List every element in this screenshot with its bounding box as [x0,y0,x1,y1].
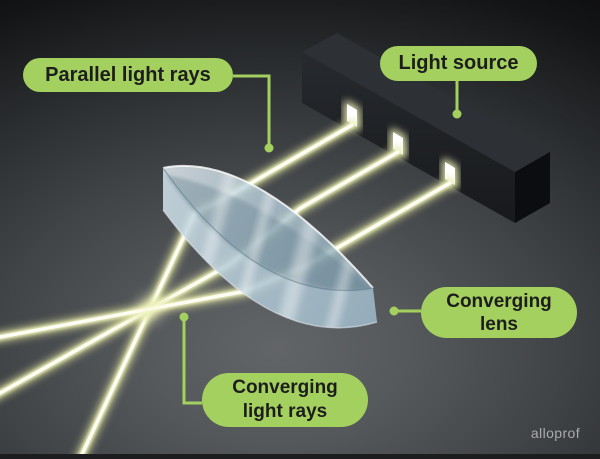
light-source-box [302,33,550,223]
label-text-line2: light rays [242,401,328,422]
label-text: Light source [398,52,519,74]
label-connectors [179,74,462,405]
bottom-border-strip [0,454,600,459]
label-text-line1: Converging [232,377,338,398]
connector-dot [452,109,462,119]
label-text-line1: Converging [446,290,552,312]
box-front-face [302,52,515,223]
light-source-connector [452,81,462,119]
label-text: Parallel light rays [45,63,211,86]
lens-seam-line [162,167,374,292]
parallel-rays-connector [233,74,274,153]
connector-dot [389,306,399,316]
label-converging-light-rays: Converging light rays [202,373,368,427]
label-parallel-light-rays: Parallel light rays [23,58,233,92]
label-light-source: Light source [380,46,537,81]
focal-point-glow [136,295,164,323]
lens-edge-highlight [162,164,374,289]
converging-lens-connector [389,306,421,316]
box-right-face [515,152,550,223]
alloprof-logo-wordmark: alloprof [530,425,580,441]
label-text-line2: lens [479,313,519,335]
lens-bottom-edge-highlight [162,209,378,329]
label-converging-lens: Converging lens [421,287,577,338]
connector-dot [179,312,189,322]
box-top-face [302,33,550,172]
connector-dot [264,143,274,153]
converging-rays-connector [179,312,202,405]
